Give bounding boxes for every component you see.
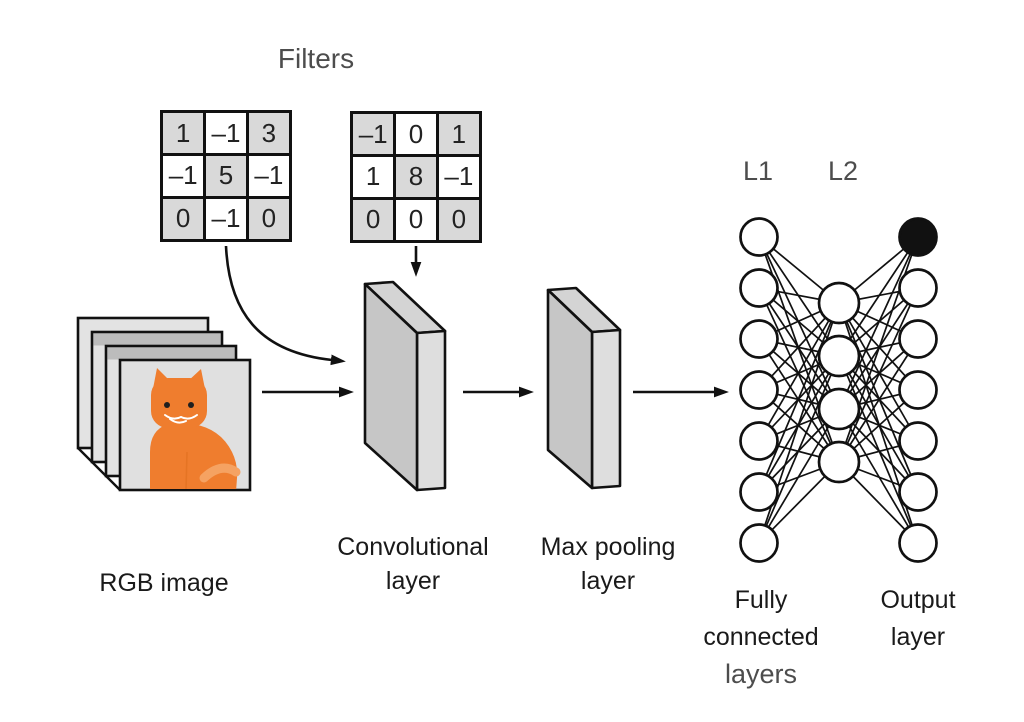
network-edge bbox=[838, 287, 919, 463]
conv-layer-label: Convolutional layer bbox=[293, 530, 533, 598]
l2-label: L2 bbox=[827, 156, 859, 186]
conv-layer-label-line1: Convolutional bbox=[337, 533, 489, 561]
l2-node bbox=[817, 334, 861, 378]
filter-cell: 0 bbox=[353, 199, 394, 240]
output-layer-label-line2: layer bbox=[890, 623, 946, 651]
stack-ridges bbox=[77, 447, 121, 491]
filter-cell: 0 bbox=[395, 199, 437, 240]
fully-connected-label-line2: connected bbox=[703, 623, 819, 651]
cat-whiskers bbox=[164, 414, 198, 424]
conv-layer-label-line2: layer bbox=[385, 567, 441, 595]
l2-node bbox=[817, 440, 861, 484]
filter-cell: –1 bbox=[438, 156, 479, 198]
output-node bbox=[898, 268, 938, 308]
filter-cell: –1 bbox=[248, 155, 289, 197]
output-node bbox=[898, 472, 938, 512]
fully-connected-label-line3: layers bbox=[724, 659, 798, 689]
cat-eye-left bbox=[164, 402, 170, 408]
output-node-active bbox=[898, 217, 938, 257]
filter-cell: 1 bbox=[438, 114, 479, 155]
l1-node bbox=[739, 370, 779, 410]
filter-cell: –1 bbox=[163, 155, 204, 197]
cat-head bbox=[151, 378, 207, 428]
cat-illustration bbox=[150, 368, 241, 489]
filter-cell: 1 bbox=[163, 113, 204, 154]
filter-cell: 8 bbox=[395, 156, 437, 198]
filter-cell: 3 bbox=[248, 113, 289, 154]
l1-node bbox=[739, 421, 779, 461]
filter-cell: –1 bbox=[205, 113, 247, 154]
filter-cell: –1 bbox=[205, 198, 247, 239]
network-edge bbox=[838, 302, 919, 442]
filter-cell: 1 bbox=[353, 156, 394, 198]
fully-connected-label-line1: Fully bbox=[734, 586, 788, 614]
filter-cell: 0 bbox=[248, 198, 289, 239]
filter-cell: 5 bbox=[205, 155, 247, 197]
l2-node bbox=[817, 281, 861, 325]
network-edge bbox=[758, 338, 840, 463]
filter-cell: –1 bbox=[353, 114, 394, 155]
output-layer-label: Output layer bbox=[798, 582, 1024, 656]
cat-tail bbox=[199, 463, 241, 483]
max-pooling-label-line1: Max pooling bbox=[540, 533, 676, 561]
output-node bbox=[898, 319, 938, 359]
network-edge bbox=[838, 236, 919, 410]
max-pooling-label-line2: layer bbox=[580, 567, 636, 595]
fully-connected-label: Fully connected layers bbox=[641, 582, 881, 693]
l1-node bbox=[739, 268, 779, 308]
network-edge bbox=[758, 302, 840, 493]
filter-cell: 0 bbox=[163, 198, 204, 239]
network-edge bbox=[758, 408, 840, 544]
output-layer-label-line1: Output bbox=[880, 586, 956, 614]
network-graph bbox=[739, 217, 938, 563]
l1-node bbox=[739, 472, 779, 512]
l1-node bbox=[739, 523, 779, 563]
filters-title: Filters bbox=[277, 43, 355, 74]
rgb-image-stack bbox=[76, 316, 252, 492]
l1-label: L1 bbox=[742, 156, 774, 186]
filter-cell: 0 bbox=[395, 114, 437, 155]
max-pooling-label: Max pooling layer bbox=[488, 530, 728, 598]
cat-eye-right bbox=[188, 402, 194, 408]
rgb-image-label: RGB image bbox=[99, 569, 229, 597]
l2-node bbox=[817, 387, 861, 431]
network-edge bbox=[838, 338, 919, 463]
filter-cell: 0 bbox=[438, 199, 479, 240]
cat-leg-line bbox=[185, 451, 188, 489]
l1-node bbox=[739, 319, 779, 359]
conv-layer-slab bbox=[363, 280, 447, 492]
arrow-filter1-to-conv bbox=[224, 245, 346, 366]
l1-node bbox=[739, 217, 779, 257]
output-node bbox=[898, 421, 938, 461]
network-edge bbox=[758, 355, 840, 544]
output-node bbox=[898, 523, 938, 563]
network-edge bbox=[758, 302, 840, 442]
network-edge bbox=[838, 236, 919, 357]
output-node bbox=[898, 370, 938, 410]
max-pooling-slab bbox=[546, 286, 622, 490]
